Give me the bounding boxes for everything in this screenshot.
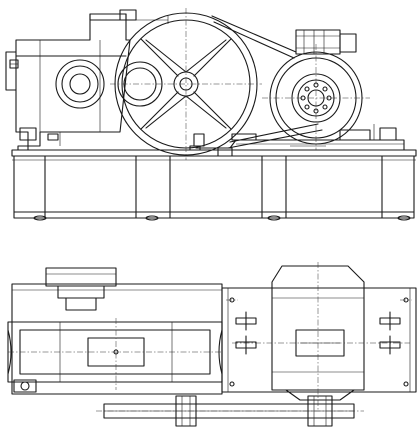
flywheel	[110, 8, 262, 160]
drive-belt	[211, 15, 323, 149]
plan-gear-housing	[232, 262, 410, 410]
base-frame	[11, 145, 417, 221]
top-cover	[89, 13, 169, 24]
plan-bolts	[226, 297, 412, 387]
motor-base	[193, 124, 405, 157]
drive-shaft	[96, 395, 364, 427]
roller-body	[7, 318, 223, 393]
motor-pulley	[262, 44, 370, 150]
motor	[295, 29, 357, 55]
hopper-flange	[45, 267, 117, 311]
plan-base-frame	[11, 283, 417, 395]
plan-view	[7, 262, 417, 427]
gearbox-housing	[5, 9, 163, 147]
elevation-view	[5, 8, 417, 221]
